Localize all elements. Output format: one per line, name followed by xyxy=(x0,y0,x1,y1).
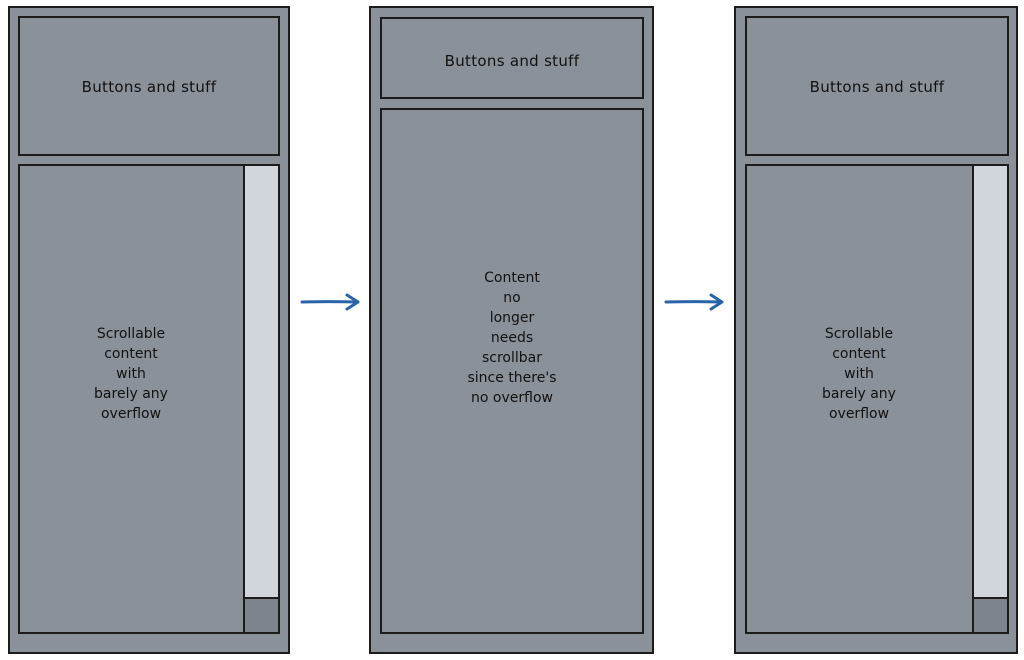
window-frame-1: Buttons and stuff Scrollable content wit… xyxy=(8,6,290,654)
content-line: barely any xyxy=(822,386,896,402)
header-area-3: Buttons and stuff xyxy=(745,16,1009,156)
window-frame-3: Buttons and stuff Scrollable content wit… xyxy=(734,6,1018,654)
header-area-1: Buttons and stuff xyxy=(18,16,280,156)
content-line: scrollbar xyxy=(481,350,542,366)
header-label: Buttons and stuff xyxy=(809,78,945,96)
content-line: with xyxy=(116,366,146,382)
content-area-3: Scrollable content with barely any overf… xyxy=(745,164,1009,634)
window-frame-2: Buttons and stuff Content no longer need… xyxy=(369,6,654,654)
content-line: since there's xyxy=(467,370,557,386)
arrow-right-icon xyxy=(664,293,724,311)
content-area-2: Content no longer needs scrollbar since … xyxy=(380,108,644,634)
content-line: barely any xyxy=(94,386,168,402)
content-text: Scrollable content with barely any overf… xyxy=(747,324,971,424)
scrollbar-thumb-1[interactable] xyxy=(243,597,278,632)
content-line: content xyxy=(832,346,886,362)
scrollbar-track-1[interactable] xyxy=(243,166,278,632)
header-label: Buttons and stuff xyxy=(81,78,217,96)
content-text: Content no longer needs scrollbar since … xyxy=(382,268,642,408)
content-line: overflow xyxy=(100,406,162,422)
arrow-right-icon xyxy=(300,293,360,311)
content-line: Content xyxy=(484,270,540,286)
scrollbar-track-3[interactable] xyxy=(972,166,1007,632)
content-line: needs xyxy=(490,330,534,346)
content-line: Scrollable xyxy=(824,326,894,342)
content-line: Scrollable xyxy=(96,326,166,342)
content-line: no xyxy=(503,290,521,306)
content-line: no overflow xyxy=(471,390,553,406)
content-line: content xyxy=(104,346,158,362)
content-line: overflow xyxy=(828,406,890,422)
content-text: Scrollable content with barely any overf… xyxy=(20,324,242,424)
header-area-2: Buttons and stuff xyxy=(380,17,644,99)
scrollbar-thumb-3[interactable] xyxy=(972,597,1007,632)
header-label: Buttons and stuff xyxy=(444,52,580,70)
content-area-1: Scrollable content with barely any overf… xyxy=(18,164,280,634)
content-line: longer xyxy=(489,310,535,326)
content-line: with xyxy=(844,366,874,382)
